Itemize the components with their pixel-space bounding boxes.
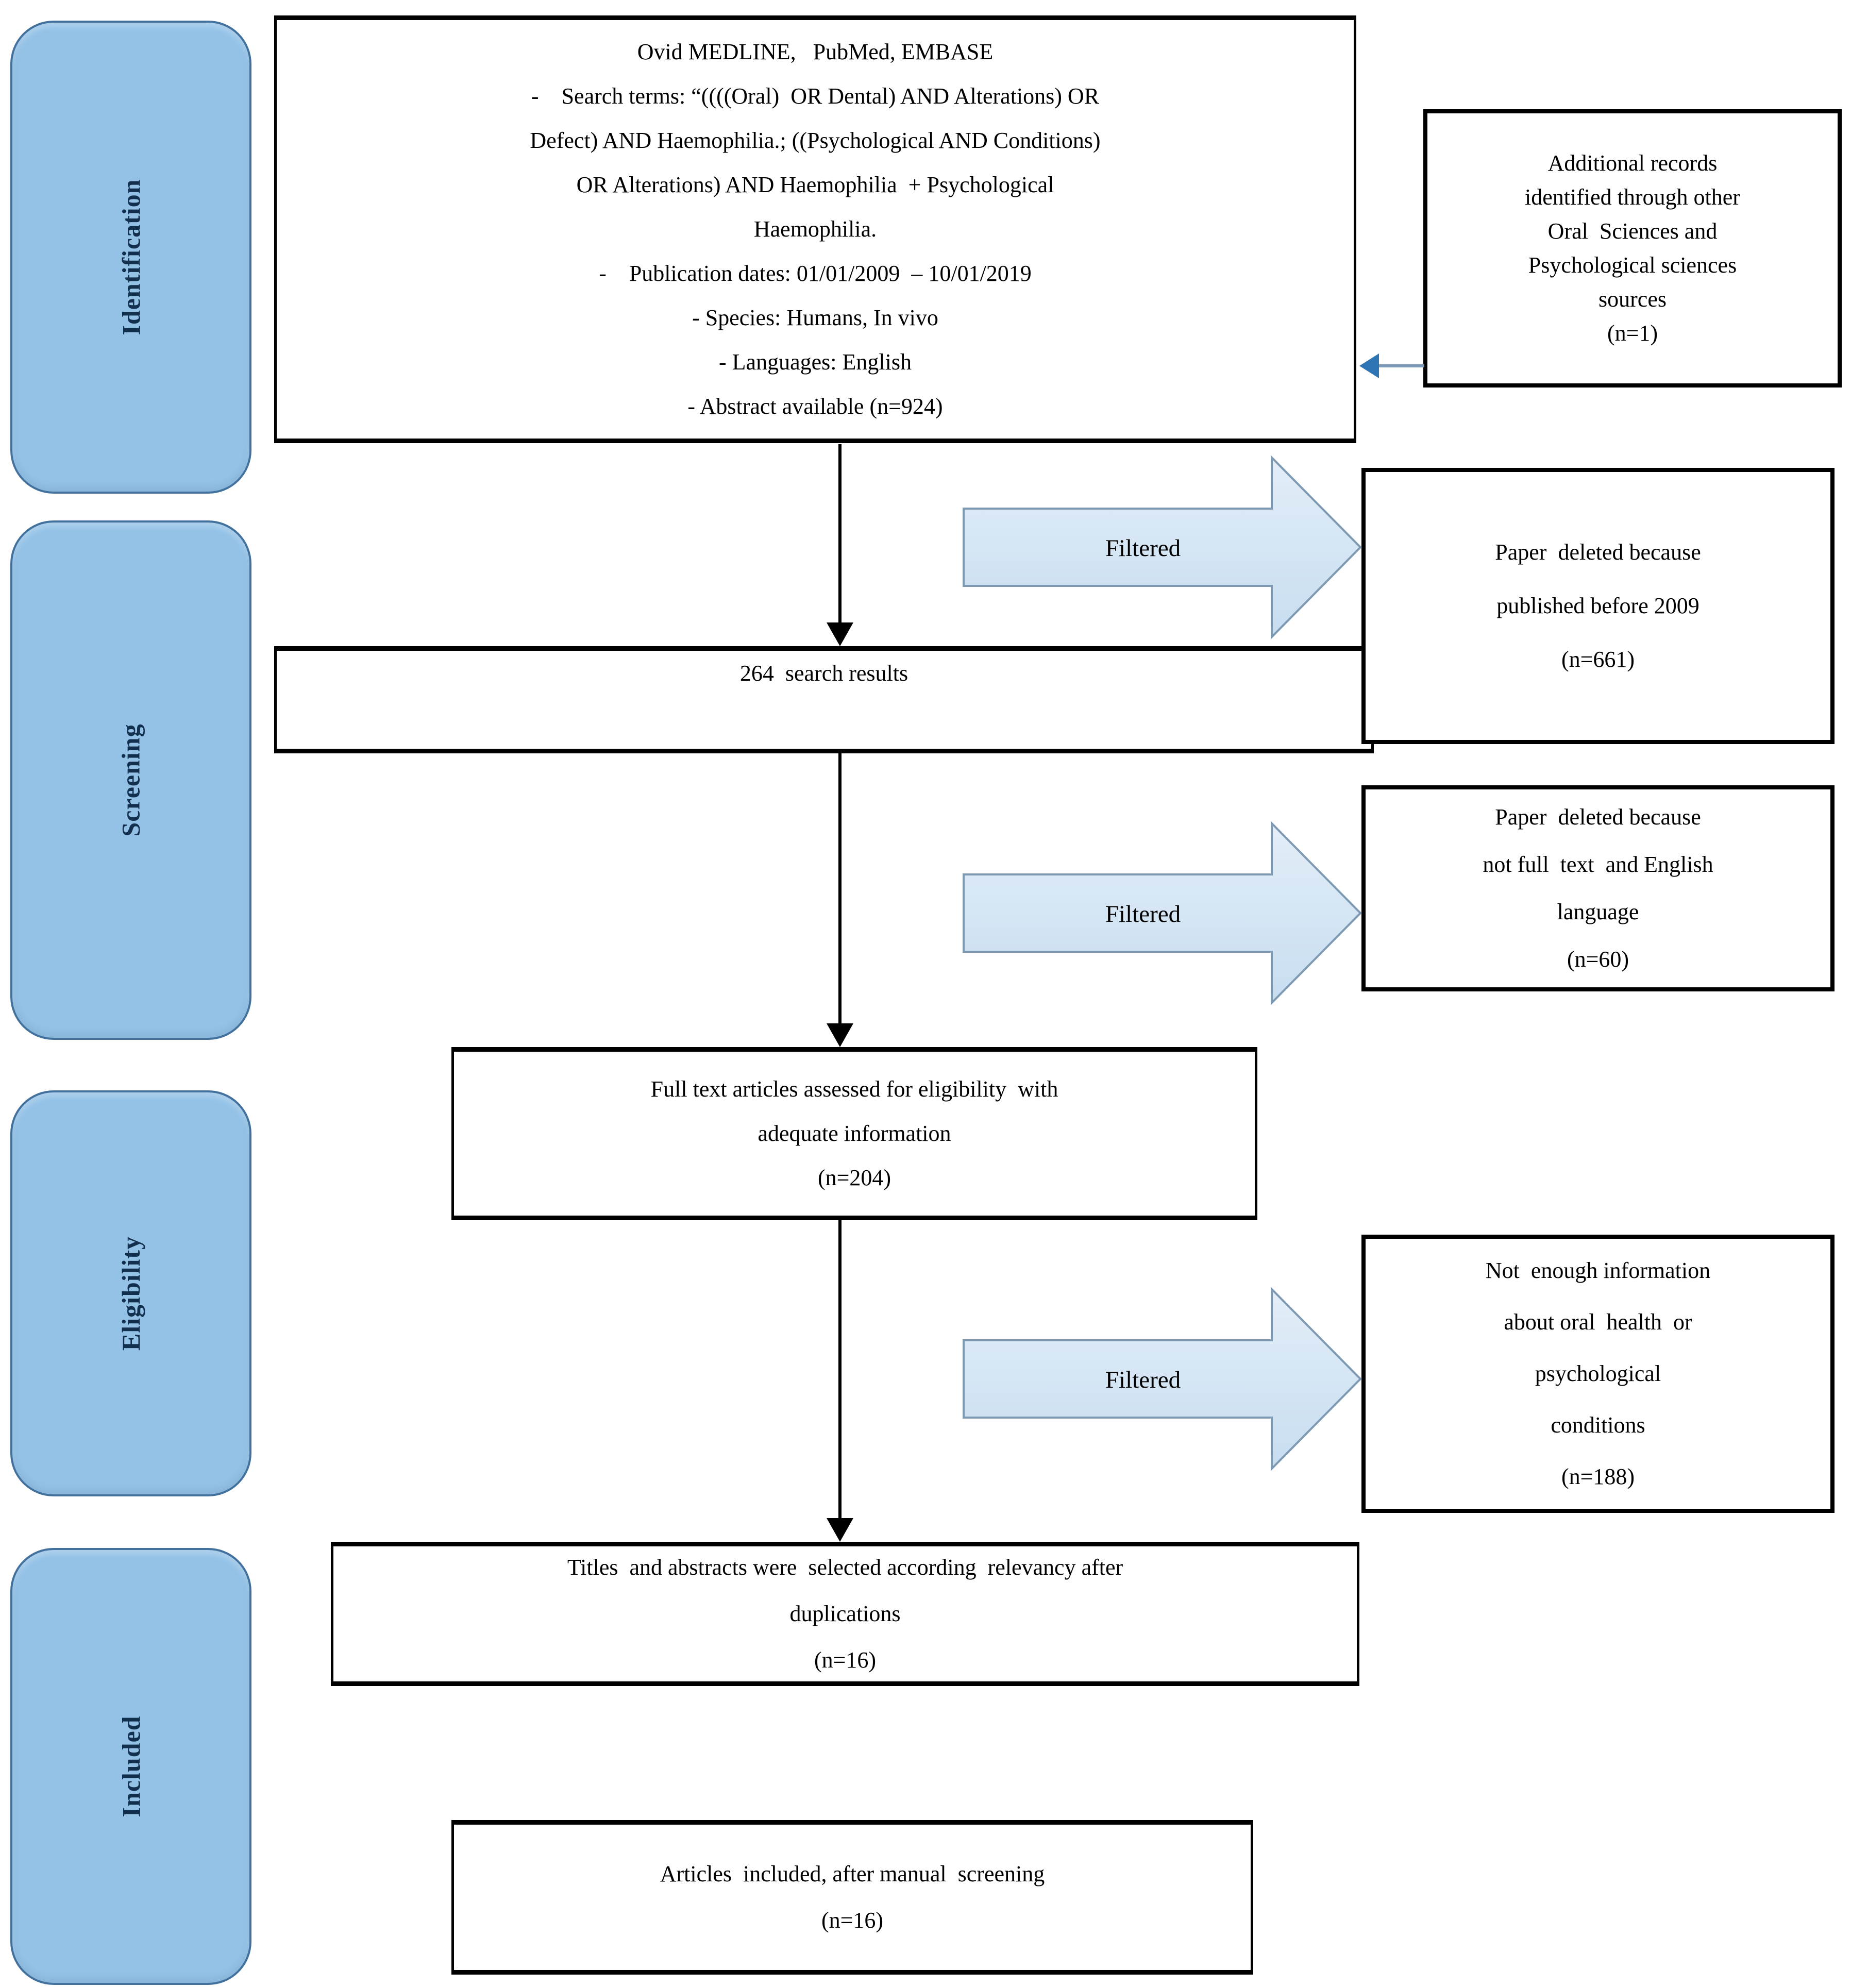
titles-line: Titles and abstracts were selected accor… <box>567 1555 1123 1580</box>
titles-count: (n=16) <box>814 1647 877 1673</box>
notfulltext-line: Paper deleted because <box>1495 804 1701 830</box>
stage-included-label: Included <box>116 1715 145 1817</box>
included-count: (n=16) <box>821 1908 884 1933</box>
notenough-line: conditions <box>1551 1412 1645 1438</box>
stage-eligibility: Eligibility <box>10 1090 251 1496</box>
down-arrow-2 <box>827 753 853 1047</box>
additional-line: Additional records <box>1547 150 1718 176</box>
additional-count: (n=1) <box>1607 321 1658 346</box>
before2009-line: Paper deleted because <box>1495 540 1701 565</box>
stage-eligibility-label: Eligibility <box>116 1236 145 1351</box>
down-arrow-1 <box>827 444 853 646</box>
notenough-line: Not enough information <box>1485 1258 1711 1283</box>
filtered-arrow-2: Filtered <box>963 821 1362 1005</box>
filtered-label: Filtered <box>1105 901 1181 928</box>
excluded-before-2009-box: Paper deleted because published before 2… <box>1361 468 1835 744</box>
source-line: Haemophilia. <box>753 216 877 242</box>
search-results-text: 264 search results <box>739 661 908 686</box>
titles-line: duplications <box>789 1601 901 1626</box>
notfulltext-count: (n=60) <box>1567 947 1629 972</box>
stage-identification-label: Identification <box>116 179 145 335</box>
additional-records-box: Additional records identified through ot… <box>1423 109 1842 388</box>
notfulltext-line: language <box>1557 899 1639 924</box>
fulltext-line: Full text articles assessed for eligibil… <box>650 1076 1058 1102</box>
additional-line: Oral Sciences and <box>1547 218 1718 244</box>
included-line: Articles included, after manual screenin… <box>660 1861 1045 1886</box>
additional-line: sources <box>1598 287 1667 312</box>
search-results-box: 264 search results <box>274 646 1374 753</box>
fulltext-line: adequate information <box>758 1121 951 1146</box>
notenough-line: about oral health or <box>1504 1309 1692 1335</box>
source-line: Ovid MEDLINE, PubMed, EMBASE <box>637 39 994 64</box>
additional-records-left-arrow-icon <box>1359 353 1424 378</box>
stage-included: Included <box>10 1548 251 1985</box>
source-line: OR Alterations) AND Haemophilia + Psycho… <box>576 172 1054 197</box>
source-line: - Publication dates: 01/01/2009 – 10/01/… <box>599 261 1032 286</box>
filtered-arrow-3: Filtered <box>963 1287 1362 1471</box>
source-line: Defect) AND Haemophilia.; ((Psychologica… <box>530 128 1101 153</box>
titles-abstracts-box: Titles and abstracts were selected accor… <box>331 1542 1359 1686</box>
before2009-count: (n=661) <box>1561 647 1635 672</box>
notfulltext-line: not full text and English <box>1483 852 1713 877</box>
source-line: - Species: Humans, In vivo <box>692 305 938 330</box>
notenough-count: (n=188) <box>1561 1464 1635 1489</box>
stage-screening-label: Screening <box>116 723 145 837</box>
excluded-not-fulltext-box: Paper deleted because not full text and … <box>1361 785 1835 991</box>
stage-identification: Identification <box>10 21 251 494</box>
stage-screening: Screening <box>10 520 251 1040</box>
filtered-arrow-1: Filtered <box>963 455 1362 639</box>
source-line: - Languages: English <box>719 349 912 375</box>
source-line: - Abstract available (n=924) <box>687 394 943 419</box>
source-line: - Search terms: “((((Oral) OR Dental) AN… <box>531 83 1100 109</box>
before2009-line: published before 2009 <box>1496 593 1699 618</box>
additional-line: identified through other <box>1525 184 1740 210</box>
database-search-box: Ovid MEDLINE, PubMed, EMBASE - Search te… <box>274 15 1356 443</box>
down-arrow-3 <box>827 1220 853 1542</box>
fulltext-assessed-box: Full text articles assessed for eligibil… <box>451 1047 1257 1220</box>
filtered-label: Filtered <box>1105 535 1181 562</box>
articles-included-box: Articles included, after manual screenin… <box>451 1820 1253 1975</box>
additional-line: Psychological sciences <box>1528 252 1737 278</box>
filtered-label: Filtered <box>1105 1367 1181 1393</box>
notenough-line: psychological <box>1535 1361 1661 1386</box>
excluded-not-enough-info-box: Not enough information about oral health… <box>1361 1235 1835 1513</box>
fulltext-count: (n=204) <box>817 1165 891 1190</box>
